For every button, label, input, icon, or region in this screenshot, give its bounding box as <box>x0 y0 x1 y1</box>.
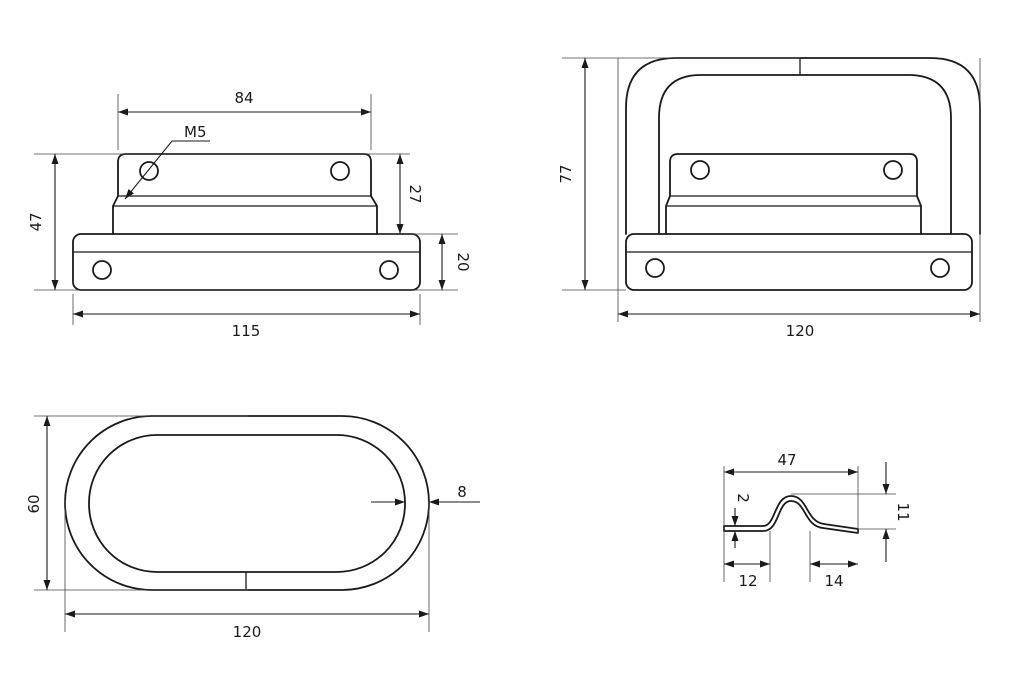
dim-label-84: 84 <box>234 89 253 107</box>
side-base-plate <box>625 233 973 291</box>
dim-label-12: 12 <box>738 572 757 590</box>
side-hole-left <box>645 258 665 278</box>
front-bracket-hole-right <box>330 161 350 181</box>
front-hole-right <box>379 260 399 280</box>
dim-label-20: 20 <box>454 252 472 271</box>
dim-label-8: 8 <box>457 483 467 501</box>
side-bracket <box>665 153 922 235</box>
top-view: 60 8 120 <box>25 415 480 641</box>
front-bracket-hole-left <box>139 161 159 181</box>
side-bracket-hole-right <box>883 160 903 180</box>
top-loop-outer <box>64 415 430 591</box>
side-view: 77 120 <box>557 57 981 340</box>
front-view: 84 M5 47 27 20 115 <box>27 89 472 340</box>
side-hole-right <box>930 258 950 278</box>
front-bracket <box>112 153 378 235</box>
dim-label-47-profile: 47 <box>777 451 796 469</box>
front-base-plate <box>72 233 421 291</box>
dim-label-47: 47 <box>27 212 45 231</box>
dim-label-27: 27 <box>406 184 424 203</box>
profile-view: 47 2 11 12 14 <box>723 451 912 590</box>
dim-label-m5: M5 <box>184 123 207 141</box>
dim-label-120-top: 120 <box>233 623 262 641</box>
side-bracket-hole-left <box>690 160 710 180</box>
side-handle-inner <box>658 74 952 235</box>
top-loop-inner <box>88 434 406 573</box>
front-hole-left <box>92 260 112 280</box>
side-handle-outer <box>625 57 981 235</box>
dim-label-120-side: 120 <box>786 322 815 340</box>
m5-leader <box>124 140 210 200</box>
dim-label-14: 14 <box>824 572 843 590</box>
dim-label-11: 11 <box>894 502 912 521</box>
dim-label-77: 77 <box>557 164 575 183</box>
dim-label-115: 115 <box>232 322 261 340</box>
dim-label-2: 2 <box>734 493 752 503</box>
dim-label-60: 60 <box>25 494 43 513</box>
